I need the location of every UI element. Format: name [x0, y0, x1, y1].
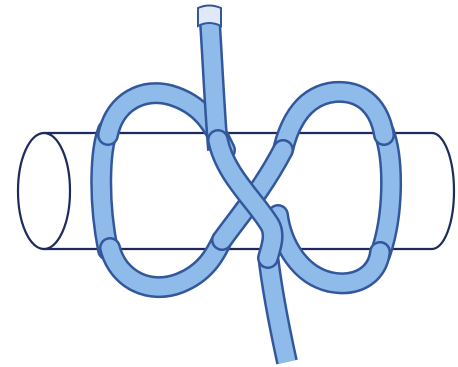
pole-end-face — [18, 133, 70, 249]
rope-top-end — [198, 6, 221, 27]
